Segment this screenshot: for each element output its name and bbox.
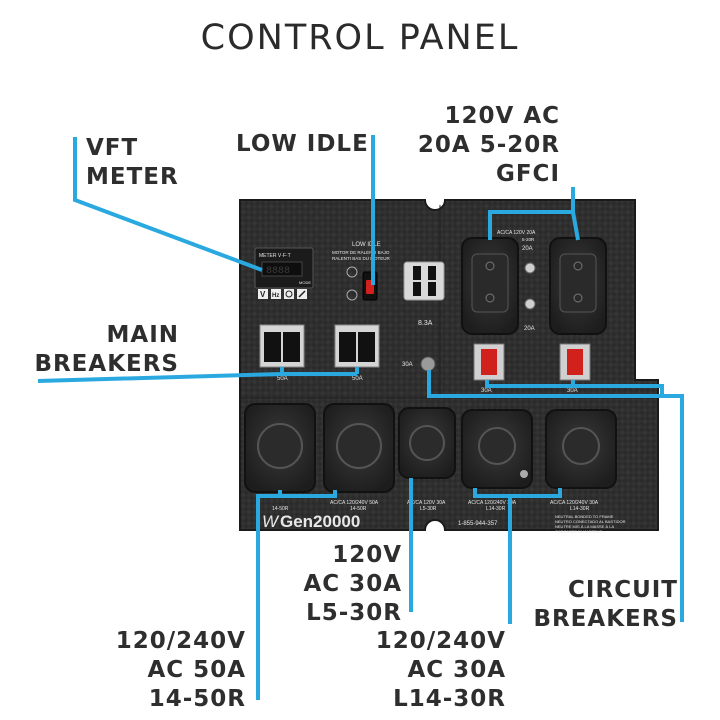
svg-text:8888: 8888: [266, 266, 290, 277]
push-breaker-30a[interactable]: [420, 356, 436, 372]
label-l5-line3: L5-30R: [306, 600, 402, 626]
label-l14-30r: 120/240V AC 30A L14-30R: [376, 627, 506, 714]
label-gfci-line1: 120V AC: [444, 103, 560, 129]
label-gfci: 120V AC 20A 5-20R GFCI: [418, 102, 560, 189]
cb-30a-mid: 30A: [481, 388, 492, 394]
dc-label: 8.3A: [418, 320, 433, 327]
outlet-14-50r-left[interactable]: [244, 403, 316, 493]
gfci-sub: 5-20R: [522, 237, 535, 242]
label-circuit-breakers: CIRCUIT BREAKERS: [533, 576, 678, 634]
label-1450-line3: 14-50R: [148, 686, 246, 712]
hours-button: [284, 289, 294, 299]
label-l14-line2: AC 30A: [407, 657, 506, 683]
label-main-line1: MAIN: [106, 322, 179, 348]
brand-name: Gen20000: [280, 512, 360, 531]
gfci-outlet-right[interactable]: [549, 237, 607, 335]
outlet-14-50r-right[interactable]: [323, 403, 395, 493]
gfci-outlet-left[interactable]: [461, 237, 519, 335]
svg-text:Hz: Hz: [272, 293, 279, 299]
outlet-l14b-b: L14-30R: [570, 506, 590, 512]
outlet-l5-30r[interactable]: [398, 407, 456, 479]
outlet-l5-a: AC/CA 120V 30A: [407, 500, 446, 506]
main-breaker-left-label: 50A: [277, 376, 288, 382]
low-idle-switch[interactable]: [362, 271, 378, 301]
page-title: CONTROL PANEL: [200, 18, 520, 58]
vft-meter: METER V·F·T 8888 MODE: [254, 247, 314, 289]
label-cb-line1: CIRCUIT: [568, 577, 678, 603]
label-14-50r: 120/240V AC 50A 14-50R: [116, 627, 246, 714]
main-breaker-left[interactable]: [259, 324, 305, 368]
brand-w: W: [262, 512, 280, 531]
label-1450-line2: AC 50A: [147, 657, 246, 683]
ground-lug: [520, 470, 528, 478]
gfci-header: AC/CA 120V 20A: [497, 230, 536, 236]
outlet-50a-right-b: 14-50R: [350, 506, 367, 512]
circuit-breaker-mid[interactable]: [473, 343, 505, 381]
gfci-amp-bottom: 20A: [524, 326, 535, 332]
label-vft-meter: VFT METER: [86, 134, 179, 192]
outlet-l5-b: L5-30R: [420, 506, 437, 512]
low-idle-fr: RALENTI BAS DU MOTEUR: [332, 256, 391, 261]
cb-30a-left-label: 30A: [402, 362, 413, 368]
low-idle-area: LOW IDLE MOTOR DE RALENTI BAJO RALENTI B…: [332, 242, 391, 301]
outlet-l14-b: L14-30R: [486, 506, 506, 512]
dc-outlet[interactable]: [403, 261, 445, 301]
label-gfci-line3: GFCI: [495, 161, 560, 187]
label-main-breakers: MAIN BREAKERS: [34, 321, 179, 379]
neutral-note-4: CARCASSE DU MOTEUR: [555, 529, 602, 534]
gfci-test-buttons[interactable]: [524, 262, 536, 310]
low-idle-small: LOW IDLE: [352, 242, 381, 248]
meter-mode: MODE: [299, 280, 311, 285]
label-vft-line2: METER: [86, 164, 179, 190]
label-l14-line3: L14-30R: [393, 686, 506, 712]
low-idle-es: MOTOR DE RALENTI BAJO: [332, 250, 390, 255]
label-l5-line2: AC 30A: [303, 571, 402, 597]
label-vft-line1: VFT: [86, 135, 139, 161]
label-l5-30r: 120V AC 30A L5-30R: [304, 541, 403, 628]
phone-number: 1-855-944-357: [458, 521, 498, 527]
label-low-idle: LOW IDLE: [236, 131, 369, 157]
main-breaker-right-label: 50A: [352, 376, 363, 382]
outlet-50a-right-a: AC/CA 120/240V 50A: [330, 500, 379, 506]
circuit-breaker-right[interactable]: [559, 343, 591, 381]
meter-header: METER V·F·T: [259, 253, 291, 259]
label-gfci-line2: 20A 5-20R: [417, 132, 560, 158]
meter-buttons[interactable]: V Hz: [258, 289, 307, 299]
main-breaker-right[interactable]: [334, 324, 380, 368]
label-l5-line1: 120V: [332, 542, 402, 568]
label-cb-line2: BREAKERS: [533, 606, 678, 632]
gfci-amp-top: 20A: [522, 246, 533, 252]
cb-30a-right: 30A: [567, 388, 578, 394]
outlet-l14-30r-right[interactable]: [545, 409, 617, 489]
label-1450-line1: 120/240V: [115, 628, 246, 654]
volt-button: [258, 289, 268, 299]
label-main-line2: BREAKERS: [34, 351, 179, 377]
label-l14-line1: 120/240V: [375, 628, 506, 654]
svg-text:V: V: [260, 290, 266, 299]
hz-button: [271, 289, 281, 299]
